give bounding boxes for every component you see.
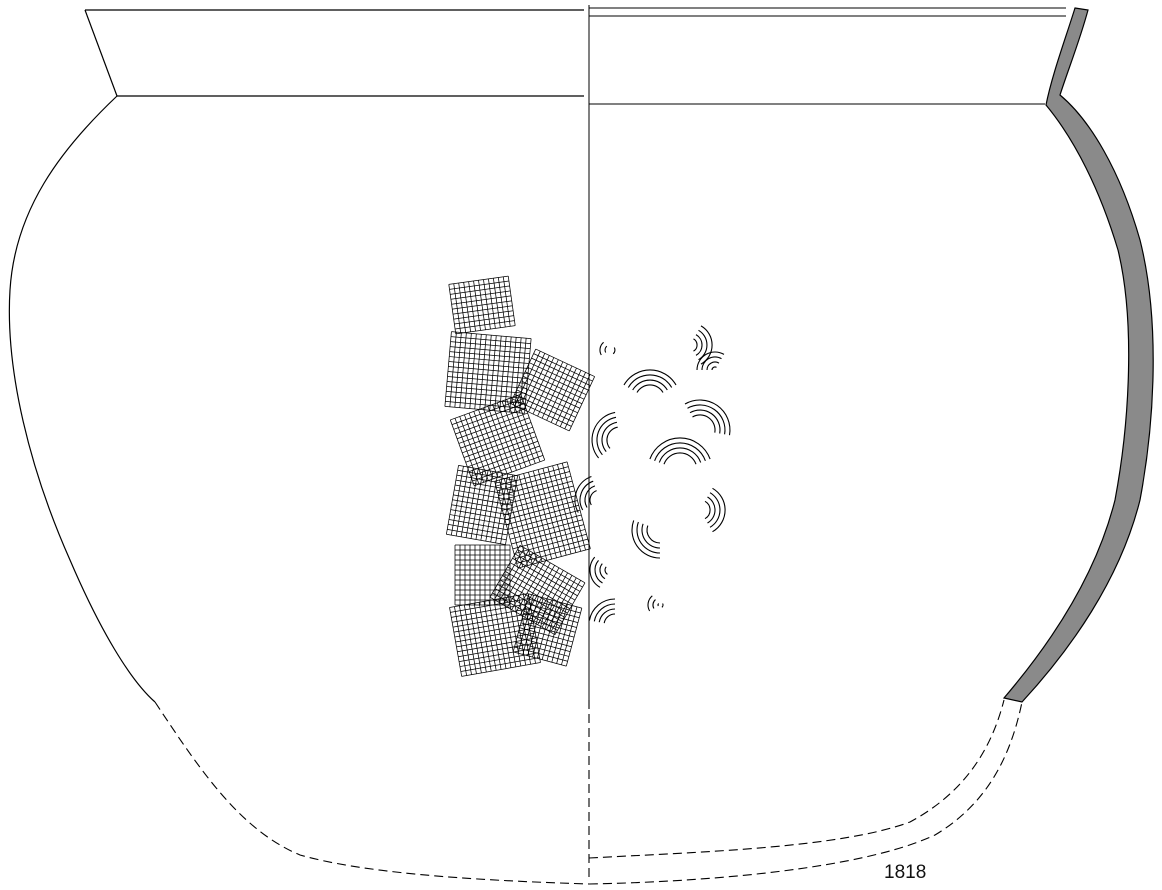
comb-arc-cluster [649, 437, 711, 465]
comb-arc-cluster [696, 351, 725, 371]
cord-mark-patch [444, 331, 532, 414]
cord-marked-decoration [444, 275, 595, 677]
comb-arc-cluster [623, 369, 677, 393]
rim-exterior [84, 9, 584, 97]
body-outline-left [8, 95, 156, 703]
comb-arc-cluster [599, 341, 616, 356]
comb-arc-cluster [647, 595, 664, 612]
body-outline-left-restored [154, 701, 590, 885]
comb-arc-cluster [588, 598, 616, 624]
base-outline-right-restored [588, 701, 1023, 885]
cord-mark-patch [449, 593, 541, 677]
cord-mark-patch [448, 275, 516, 335]
comb-arc-cluster [704, 487, 726, 533]
rim-section-view [589, 7, 1066, 105]
cord-mark-patch [446, 464, 518, 546]
catalog-number: 1818 [884, 862, 927, 883]
cord-mark-patch [510, 348, 595, 432]
comb-arc-cluster [589, 556, 608, 588]
cord-mark-patch [454, 544, 511, 606]
wall-cross-section [1002, 7, 1154, 703]
comb-arc-cluster [591, 411, 618, 459]
comb-arc-decoration [574, 325, 731, 624]
cord-mark-patch [494, 461, 591, 569]
comb-arc-cluster [684, 399, 731, 436]
base-inner-restored [588, 699, 1005, 859]
comb-arc-cluster [574, 475, 597, 513]
comb-arc-cluster [631, 520, 661, 559]
cord-mark-patch [512, 593, 583, 667]
cord-mark-patch [449, 393, 546, 487]
